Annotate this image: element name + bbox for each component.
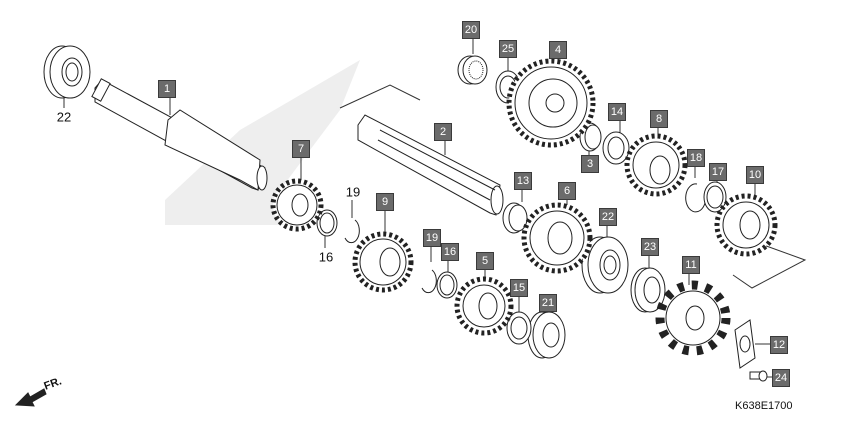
callout-25[interactable]: 25	[499, 40, 517, 58]
callout-11[interactable]: 11	[682, 256, 700, 274]
front-arrow-icon	[14, 388, 47, 407]
countershaft	[357, 114, 504, 216]
callout-21[interactable]: 21	[539, 294, 557, 312]
callout-8[interactable]: 8	[650, 110, 668, 128]
callout-16[interactable]: 16	[441, 243, 459, 261]
bearings	[43, 45, 666, 359]
callout-1[interactable]: 1	[158, 80, 176, 98]
callout-22[interactable]: 22	[599, 208, 617, 226]
callout-10[interactable]: 10	[746, 166, 764, 184]
callout-18[interactable]: 18	[687, 149, 705, 167]
callout-5[interactable]: 5	[476, 252, 494, 270]
callout-9[interactable]: 9	[376, 193, 394, 211]
callout-7[interactable]: 7	[292, 140, 310, 158]
mainshaft	[91, 78, 268, 191]
washers-and-clips	[316, 70, 768, 382]
callout-6[interactable]: 6	[558, 182, 576, 200]
callout-4[interactable]: 4	[549, 41, 567, 59]
watermark	[165, 60, 360, 225]
label-16[interactable]: 16	[318, 249, 334, 265]
diagram-code: K638E1700	[735, 400, 793, 412]
label-22[interactable]: 22	[56, 109, 72, 125]
callout-20[interactable]: 20	[462, 21, 480, 39]
callout-17[interactable]: 17	[709, 163, 727, 181]
callout-19[interactable]: 19	[423, 229, 441, 247]
callout-12[interactable]: 12	[770, 336, 788, 354]
callout-13[interactable]: 13	[514, 172, 532, 190]
callout-24[interactable]: 24	[772, 369, 790, 387]
callout-3[interactable]: 3	[581, 155, 599, 173]
callout-23[interactable]: 23	[641, 238, 659, 256]
callout-14[interactable]: 14	[608, 103, 626, 121]
gears	[270, 58, 778, 356]
callout-15[interactable]: 15	[510, 279, 528, 297]
callout-2[interactable]: 2	[434, 123, 452, 141]
label-19[interactable]: 19	[345, 184, 361, 200]
